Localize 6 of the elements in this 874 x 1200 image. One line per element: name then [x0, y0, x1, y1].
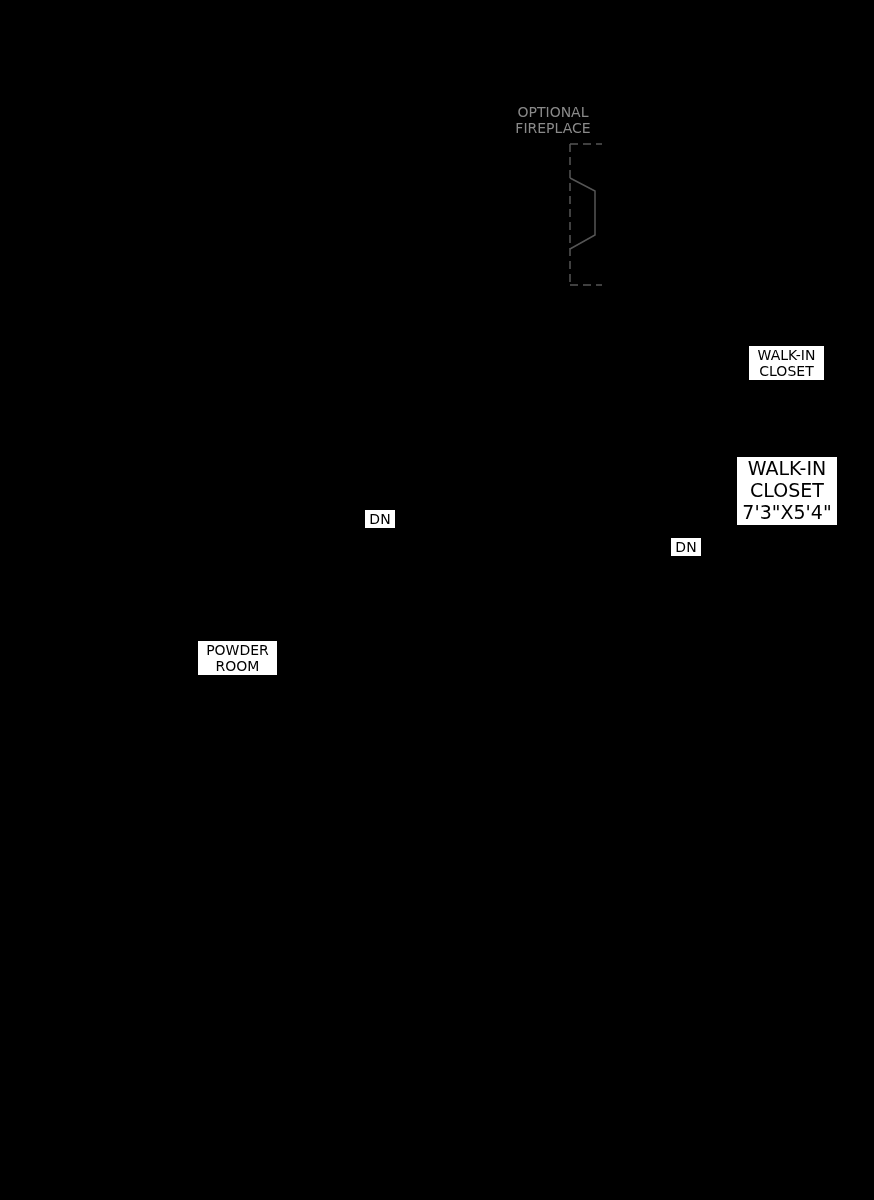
room-label: WALK-IN CLOSET 7'3"X5'4": [737, 457, 837, 525]
stair-label: DN: [365, 510, 395, 529]
room-label: POWDER ROOM: [198, 641, 277, 676]
fireplace-label: OPTIONAL FIREPLACE: [514, 103, 592, 138]
room-label: WALK-IN CLOSET: [749, 346, 824, 381]
stair-label: DN: [671, 538, 701, 557]
